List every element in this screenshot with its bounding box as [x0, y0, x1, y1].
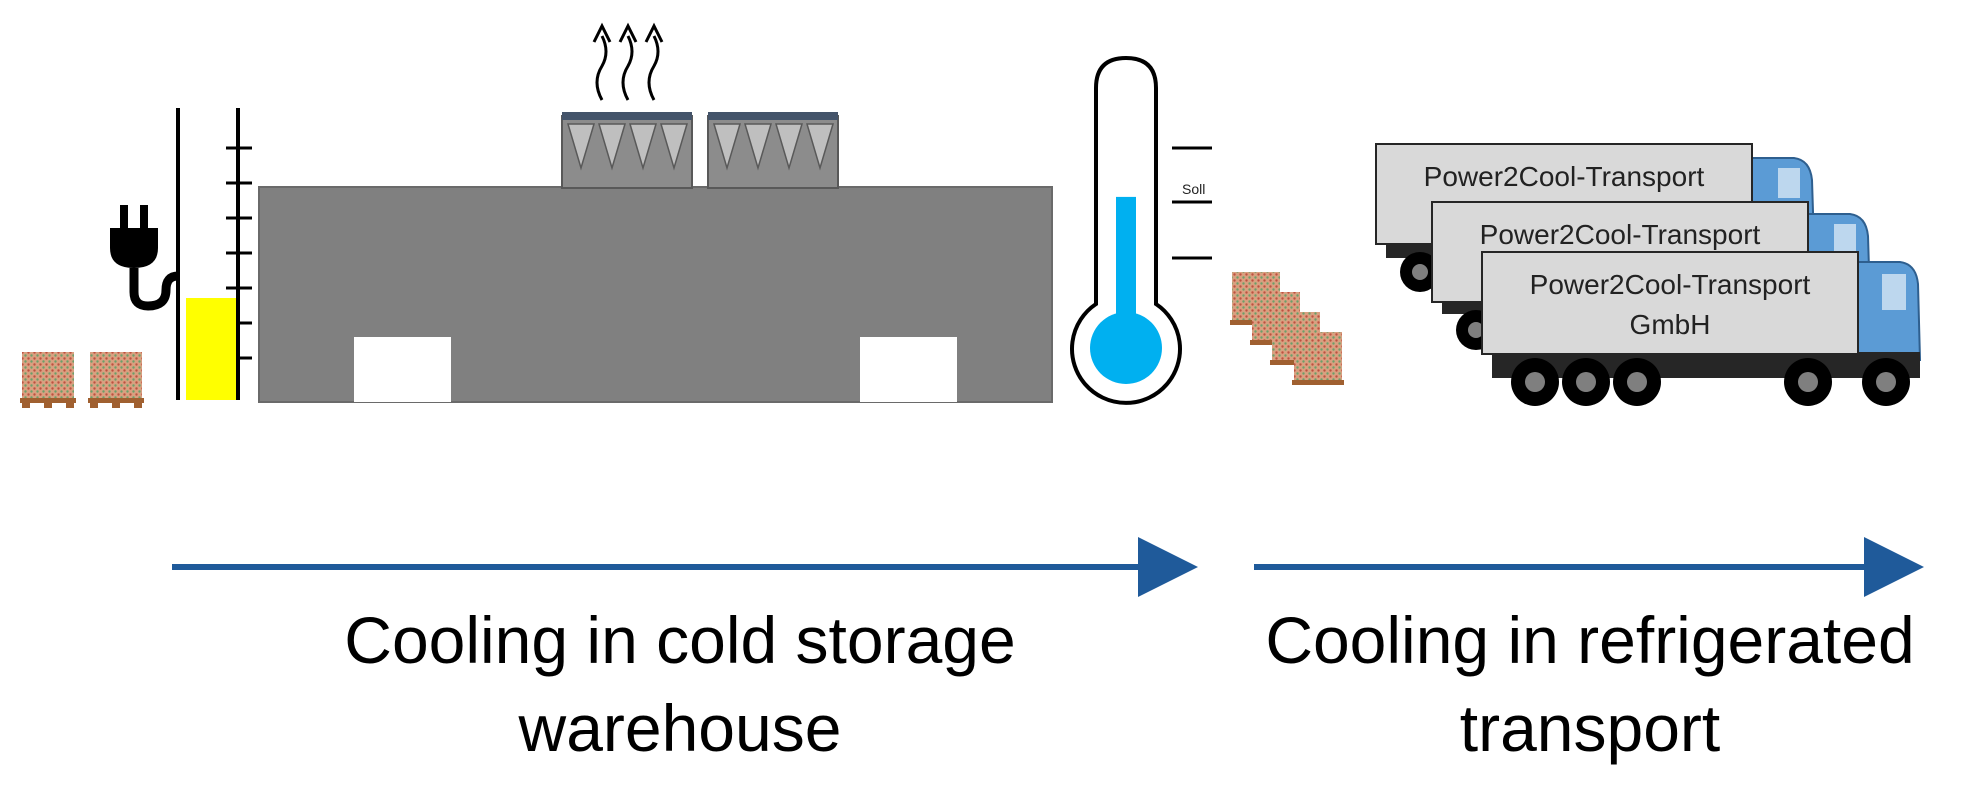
caption-line: Cooling in cold storage — [344, 603, 1016, 677]
warehouse-door-left — [354, 337, 451, 402]
truck-wheel — [1511, 358, 1559, 406]
truck-label: Power2Cool-Transport — [1480, 219, 1761, 250]
thermometer-scale: Soll — [1172, 146, 1212, 260]
pallet-icon — [1292, 332, 1344, 385]
pallet-stack — [1230, 272, 1344, 385]
plug-icon — [110, 205, 179, 311]
warehouse-door-right — [860, 337, 957, 402]
truck-label: Power2Cool-Transport — [1530, 269, 1811, 300]
condenser-unit-icon — [707, 112, 839, 189]
caption-cold-storage: Cooling in cold storage warehouse — [180, 596, 1180, 772]
thermometer-fill — [1116, 196, 1136, 350]
heat-exhaust-icon — [592, 22, 664, 101]
caption-line: warehouse — [518, 691, 842, 765]
caption-line: Cooling in refrigerated — [1265, 603, 1915, 677]
thermometer-setpoint-label: Soll — [1182, 181, 1205, 197]
condenser-unit-icon — [561, 112, 693, 189]
caption-refrigerated-transport: Cooling in refrigerated transport — [1205, 596, 1975, 772]
truck-label: Power2Cool-Transport — [1424, 161, 1705, 192]
pallet-icon — [88, 352, 144, 408]
pallet-icon — [20, 352, 76, 408]
thermometer-icon — [1070, 55, 1182, 405]
truck-label-line2: GmbH — [1630, 309, 1711, 340]
truck-wheel — [1862, 358, 1910, 406]
truck-wheel — [1562, 358, 1610, 406]
caption-line: transport — [1459, 691, 1721, 765]
battery-icon — [186, 298, 236, 400]
truck-wheel — [1613, 358, 1661, 406]
truck-icon: Power2Cool-Transport GmbH — [1481, 251, 1922, 406]
truck-wheel — [1784, 358, 1832, 406]
